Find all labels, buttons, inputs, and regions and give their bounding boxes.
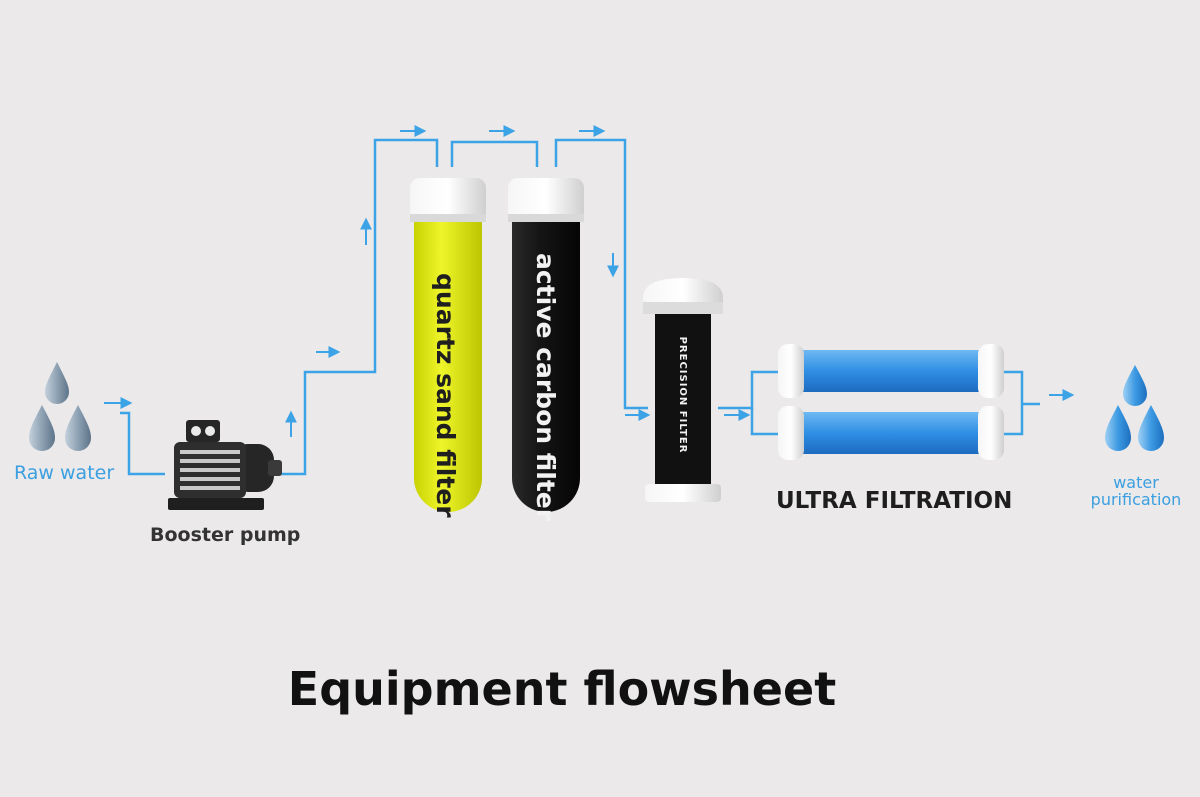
pipe-precision-to-ultra xyxy=(718,370,778,410)
purified-water-droplets xyxy=(1105,365,1164,451)
pipe-pump-riser xyxy=(265,138,439,476)
booster-pump-label: Booster pump xyxy=(150,524,301,546)
ultra-filtration-label: ULTRA FILTRATION xyxy=(776,488,1013,514)
droplet-icon xyxy=(1105,405,1131,451)
active-carbon-filter-label: active carbon filter xyxy=(531,253,560,522)
precision-filter-label: PRECISION FILTER xyxy=(677,336,688,454)
droplet-icon xyxy=(29,405,55,451)
ultra-filtration-modules xyxy=(778,344,1004,460)
precision-filter xyxy=(643,278,723,502)
pipe-raw-to-pump xyxy=(120,411,165,476)
droplet-icon xyxy=(1123,365,1147,406)
pipe-ultra-out xyxy=(1003,370,1024,436)
raw-water-droplets xyxy=(29,362,91,451)
active-carbon-filter xyxy=(508,178,584,512)
water-purification-label: water purification xyxy=(1090,473,1182,509)
flow-arrows xyxy=(104,125,1075,437)
pipe-ultra-lower-in xyxy=(750,408,778,436)
page-title: Equipment flowsheet xyxy=(287,662,837,716)
pipe-carbon-to-precision xyxy=(554,138,648,410)
droplet-icon xyxy=(65,405,91,451)
pipe-network xyxy=(120,138,1040,476)
quartz-sand-filter-label: quartz sand filter xyxy=(431,273,460,518)
pump-icon xyxy=(168,420,282,510)
raw-water-label: Raw water xyxy=(14,462,115,484)
pipe-quartz-to-carbon xyxy=(450,140,539,167)
droplet-icon xyxy=(1138,405,1164,451)
droplet-icon xyxy=(45,362,69,404)
quartz-sand-filter xyxy=(410,178,486,512)
